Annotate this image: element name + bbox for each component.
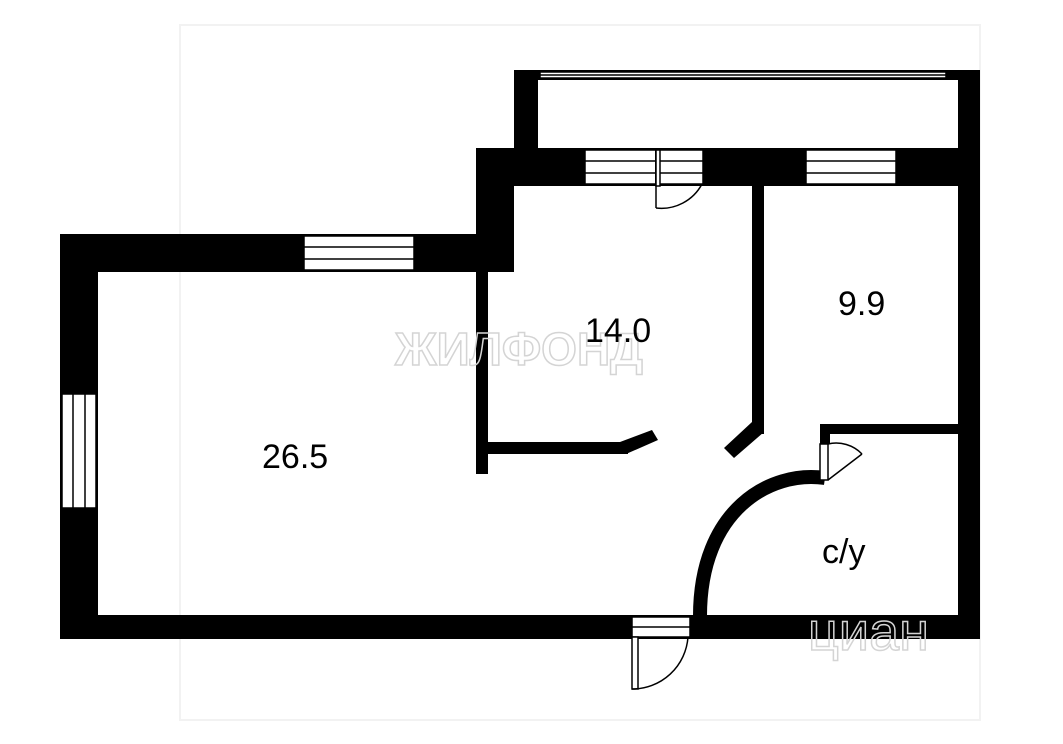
wall-rooms-top	[476, 148, 980, 186]
window-room-right	[805, 149, 897, 185]
room-label-bathroom: с/у	[822, 533, 865, 571]
room-area-living: 26.5	[262, 438, 328, 476]
door-entrance	[631, 636, 689, 690]
window-living-left	[61, 393, 97, 509]
wall-partition-middle	[752, 186, 764, 434]
wall-stub-angled-left	[620, 430, 658, 454]
door-bathroom	[819, 442, 863, 481]
door-balcony	[655, 149, 703, 210]
wall-bathroom-curved	[693, 470, 827, 617]
walls	[60, 70, 980, 639]
doors	[631, 149, 863, 690]
window-room-center	[584, 149, 704, 185]
room-area-right: 9.9	[838, 285, 885, 323]
wall-bathroom-top	[820, 424, 960, 434]
wall-partition-left	[476, 272, 488, 474]
wall-bottom	[60, 615, 980, 639]
wall-bathroom-stub	[820, 424, 830, 444]
wall-partition-bottom	[476, 442, 628, 454]
watermark-zhilfond: ЖИЛФОНД	[394, 323, 643, 375]
wall-balcony-left	[514, 70, 538, 186]
watermark-cian: циан	[808, 602, 929, 662]
wall-living-top	[60, 234, 514, 272]
window-living-top	[303, 235, 415, 271]
wall-right	[958, 70, 980, 639]
windows	[61, 71, 947, 638]
entrance-opening	[631, 616, 691, 638]
wall-stub-angled-right	[724, 422, 764, 458]
room-area-center: 14.0	[585, 312, 651, 350]
